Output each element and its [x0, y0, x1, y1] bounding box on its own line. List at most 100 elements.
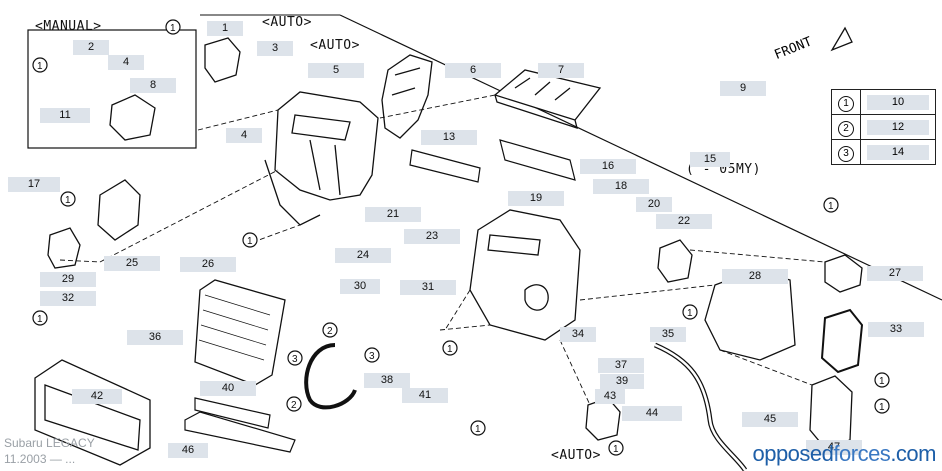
svg-text:1: 1	[170, 23, 176, 34]
svg-text:1: 1	[613, 444, 619, 455]
callout-33: 33	[868, 322, 924, 337]
callout-18: 18	[593, 179, 649, 194]
callout-3: 3	[257, 41, 293, 56]
callout-13: 13	[421, 130, 477, 145]
callout-25: 25	[104, 256, 160, 271]
callout-27: 27	[867, 266, 923, 281]
legend-row: 2 12	[831, 114, 936, 140]
svg-text:1: 1	[37, 314, 43, 325]
pipe-bend-part	[304, 343, 357, 410]
legend-row: 1 10	[831, 89, 936, 115]
svg-text:1: 1	[879, 402, 885, 413]
callout-45: 45	[742, 412, 798, 427]
callout-26: 26	[180, 257, 236, 272]
legend-symbol: 3	[838, 145, 854, 162]
callout-40: 40	[200, 381, 256, 396]
callout-28: 28	[722, 269, 788, 284]
front-arrow	[830, 26, 853, 52]
callout-38: 38	[364, 373, 410, 388]
fastener-markers: 1 1 1 1 1 1 1 1 1 1 1 1 3 3 2 2	[32, 19, 890, 456]
callout-4a: 4	[108, 55, 144, 70]
callout-34: 34	[560, 327, 596, 342]
callout-37: 37	[598, 358, 644, 373]
callout-46: 46	[168, 443, 208, 458]
callout-17: 17	[8, 177, 60, 192]
callout-19: 19	[508, 191, 564, 206]
callout-39: 39	[600, 374, 644, 389]
svg-text:1: 1	[247, 236, 253, 247]
auto-tag-top: <AUTO>	[262, 15, 312, 30]
callout-23: 23	[404, 229, 460, 244]
callout-36: 36	[127, 330, 183, 345]
filter-part	[493, 69, 602, 129]
callout-1: 1	[207, 21, 243, 36]
seal-part-2	[499, 139, 576, 181]
callout-41: 41	[402, 388, 448, 403]
fastener-legend: 1 10 2 12 3 14	[831, 89, 936, 165]
svg-text:1: 1	[37, 61, 43, 72]
callout-8: 8	[130, 78, 176, 93]
side-bracket-part	[97, 179, 141, 241]
footer-date: 11.2003 — ...	[4, 452, 76, 466]
brand-logo[interactable]: opposedforces.com	[752, 441, 936, 467]
callout-4b: 4	[226, 128, 262, 143]
legend-value: 12	[867, 119, 929, 135]
legend-value: 10	[867, 94, 929, 110]
svg-text:1: 1	[447, 344, 453, 355]
brand-part-2: forces	[833, 441, 891, 466]
svg-text:1: 1	[687, 308, 693, 319]
bracket-part	[809, 375, 853, 449]
servo-part	[657, 239, 693, 283]
legend-symbol: 1	[838, 95, 854, 112]
actuator-part	[824, 254, 863, 293]
callout-43: 43	[595, 389, 625, 404]
heater-unit-part	[264, 91, 379, 226]
auto-tag-mid: <AUTO>	[310, 38, 360, 53]
svg-text:1: 1	[828, 201, 834, 212]
manual-inset-frame	[27, 29, 197, 149]
callout-15: 15	[690, 152, 730, 167]
callout-29: 29	[40, 272, 96, 287]
callout-47: 47	[806, 440, 862, 455]
svg-text:3: 3	[369, 351, 375, 362]
callout-35: 35	[650, 327, 686, 342]
callout-44: 44	[622, 406, 682, 421]
callout-9: 9	[720, 81, 766, 96]
cover-part	[184, 411, 296, 453]
callout-5: 5	[308, 63, 364, 78]
callout-22: 22	[656, 214, 712, 229]
gasket-part	[820, 308, 864, 374]
callout-11: 11	[40, 108, 90, 123]
heater-core-part	[194, 279, 286, 386]
svg-text:2: 2	[291, 400, 297, 411]
seal-part	[409, 149, 481, 183]
callout-2: 2	[73, 40, 109, 55]
servo-part-2	[585, 397, 621, 441]
svg-text:2: 2	[327, 326, 333, 337]
callout-7: 7	[538, 63, 584, 78]
legend-row: 3 14	[831, 139, 936, 165]
auto-tag-bottom: <AUTO>	[551, 448, 601, 463]
callout-30: 30	[340, 279, 380, 294]
callout-16: 16	[580, 159, 636, 174]
footer-model: Subaru LEGACY	[4, 436, 95, 450]
callout-6: 6	[445, 63, 501, 78]
legend-symbol: 2	[838, 120, 854, 137]
callout-20: 20	[636, 197, 672, 212]
brand-part-1: opposed	[752, 441, 834, 466]
callout-21: 21	[365, 207, 421, 222]
assembly-outline	[339, 14, 942, 301]
manual-tag: <MANUAL>	[35, 19, 102, 34]
svg-text:1: 1	[65, 195, 71, 206]
manual-lever-part	[109, 94, 156, 141]
evaporator-case-part	[469, 209, 581, 341]
duct-part	[381, 54, 433, 139]
svg-text:1: 1	[475, 424, 481, 435]
callout-31: 31	[400, 280, 456, 295]
svg-text:3: 3	[292, 354, 298, 365]
brand-part-3: .com	[890, 441, 936, 466]
mode-actuator-part	[204, 37, 241, 83]
callout-42: 42	[72, 389, 122, 404]
svg-text:1: 1	[879, 376, 885, 387]
